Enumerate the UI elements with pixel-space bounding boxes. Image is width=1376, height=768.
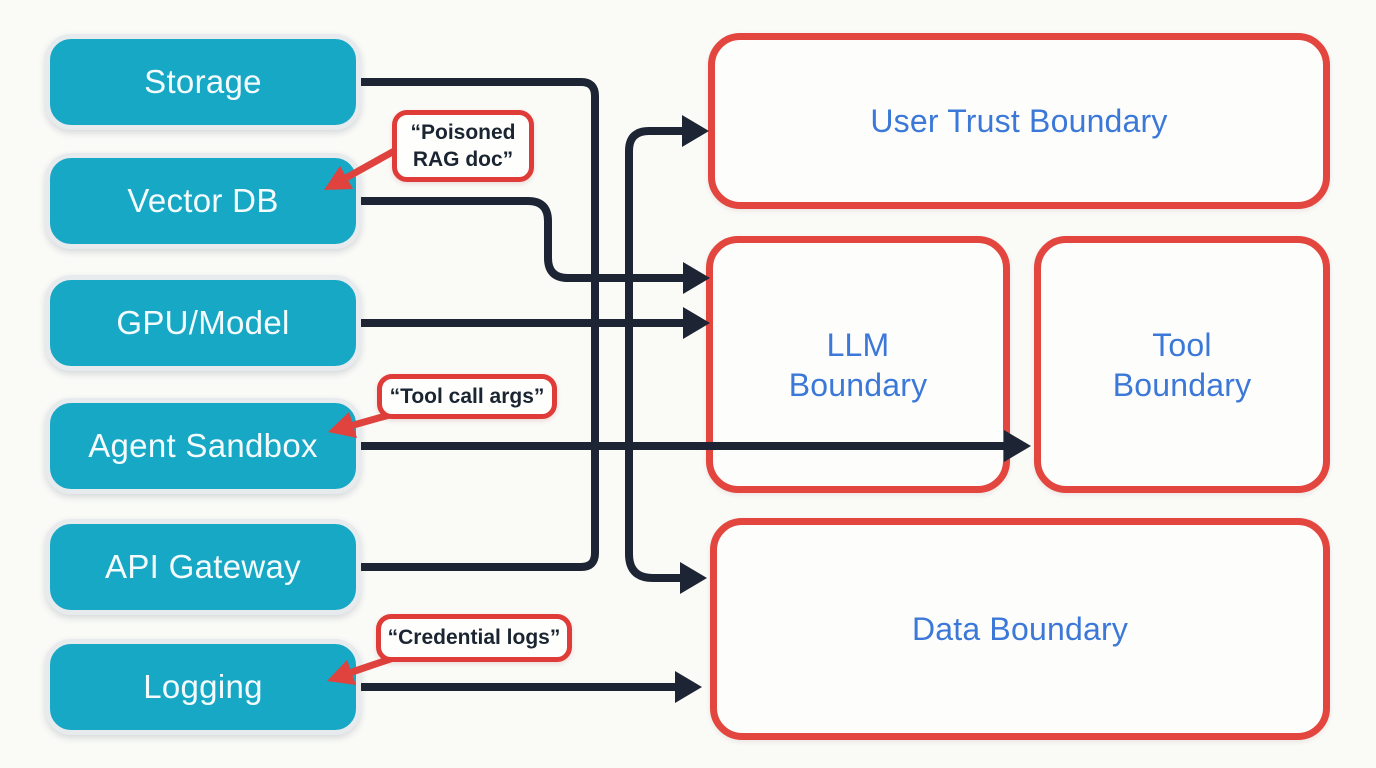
boundary-tool: Tool Boundary: [1034, 236, 1330, 493]
arrowhead-icon: [683, 307, 710, 339]
red-arrowhead-icon: [324, 166, 353, 190]
callout-poisoned-rag-doc: “Poisoned RAG doc”: [392, 110, 534, 182]
boundary-data: Data Boundary: [710, 518, 1330, 740]
boundary-llm: LLM Boundary: [706, 236, 1010, 493]
boundary-user-trust: User Trust Boundary: [708, 33, 1330, 209]
node-vector-db: Vector DB: [45, 153, 361, 249]
annotation-arrow-rag: [340, 146, 400, 183]
node-storage: Storage: [45, 34, 361, 130]
node-gpu-model: GPU/Model: [45, 275, 361, 371]
arrowhead-icon: [1004, 430, 1031, 462]
arrowhead-icon: [682, 115, 709, 147]
red-arrowhead-icon: [328, 412, 357, 438]
red-arrowhead-icon: [327, 660, 356, 685]
edge-trunk-user-data: [625, 127, 684, 582]
node-logging: Logging: [45, 639, 361, 735]
arrowhead-icon: [675, 671, 702, 703]
arrowhead-icon: [680, 562, 707, 594]
node-api-gateway: API Gateway: [45, 519, 361, 615]
edge-vectordb-llm: [361, 197, 684, 282]
callout-credential-logs: “Credential logs”: [376, 614, 572, 662]
callout-tool-call-args: “Tool call args”: [377, 374, 557, 419]
arrowhead-icon: [683, 262, 710, 294]
node-agent-sandbox: Agent Sandbox: [45, 398, 361, 494]
